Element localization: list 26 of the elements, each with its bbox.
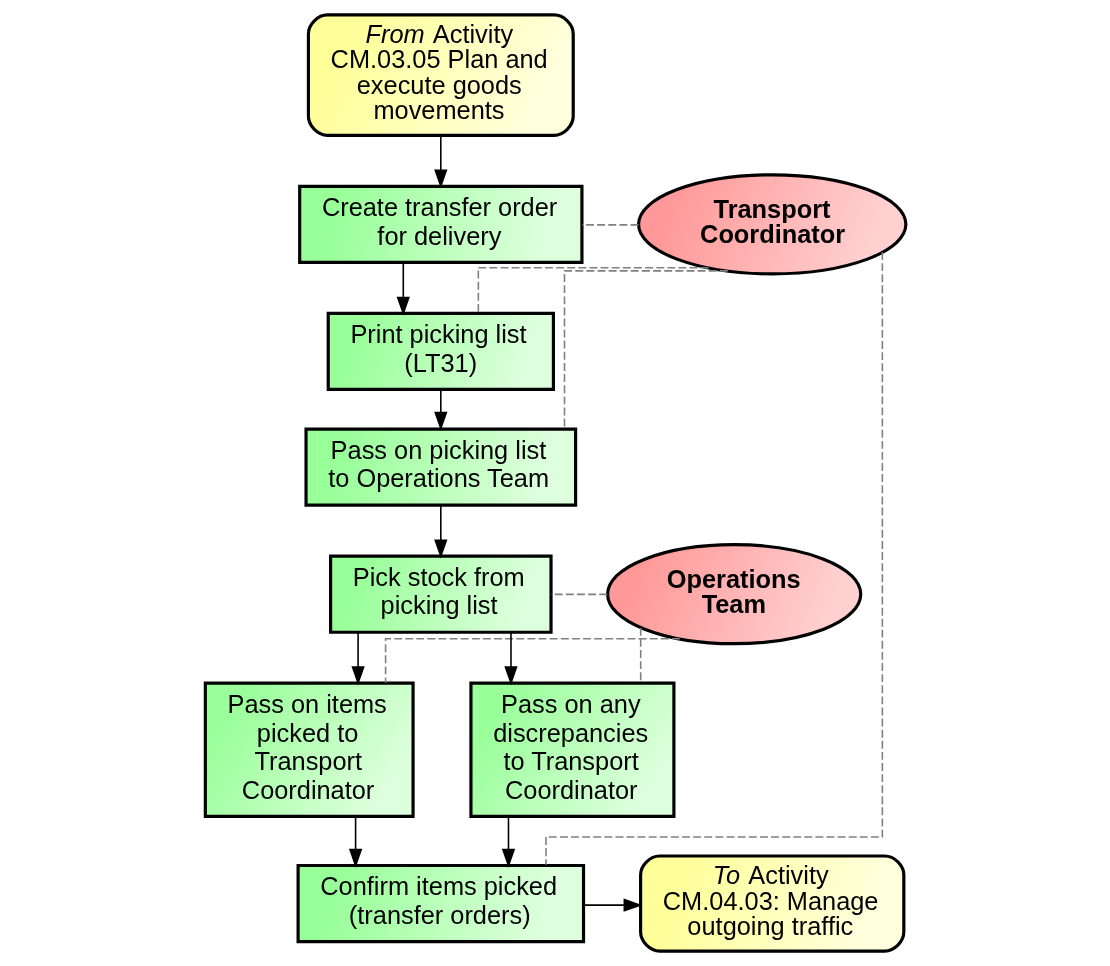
- arrow: [582, 898, 643, 912]
- connector: [563, 270, 728, 430]
- arrow: [348, 815, 362, 868]
- connector: [544, 251, 883, 866]
- node-box: To Activity CM.04.03: Manage outgoing traffic: [638, 854, 905, 953]
- node-box: Print picking list (LT31): [326, 311, 555, 392]
- arrow: [433, 504, 447, 559]
- arrow: [433, 389, 447, 431]
- node-box: Pass on items picked to Transport Coordinator: [203, 681, 415, 818]
- connector: [384, 637, 680, 684]
- connector: [580, 224, 639, 226]
- node-ellipse: Operations Team: [605, 543, 862, 646]
- node-box: Create transfer order for delivery: [297, 184, 584, 264]
- arrow: [396, 261, 410, 316]
- node-box: Confirm items picked (transfer orders): [296, 863, 585, 944]
- connector: [477, 266, 709, 314]
- node-box: Pick stock from picking list: [328, 554, 553, 634]
- arrow: [433, 134, 447, 189]
- node-box: Pass on any discrepancies to Transport Coordinator: [468, 681, 675, 818]
- node-box: Pass on picking list to Operations Team: [303, 427, 577, 507]
- node-box: From Activity CM.03.05 Plan and execute goods movements: [306, 13, 575, 137]
- arrow: [350, 631, 365, 686]
- connector: [550, 593, 608, 596]
- node-ellipse: Transport Coordinator: [636, 173, 907, 276]
- arrow: [501, 815, 515, 868]
- arrow: [503, 631, 518, 686]
